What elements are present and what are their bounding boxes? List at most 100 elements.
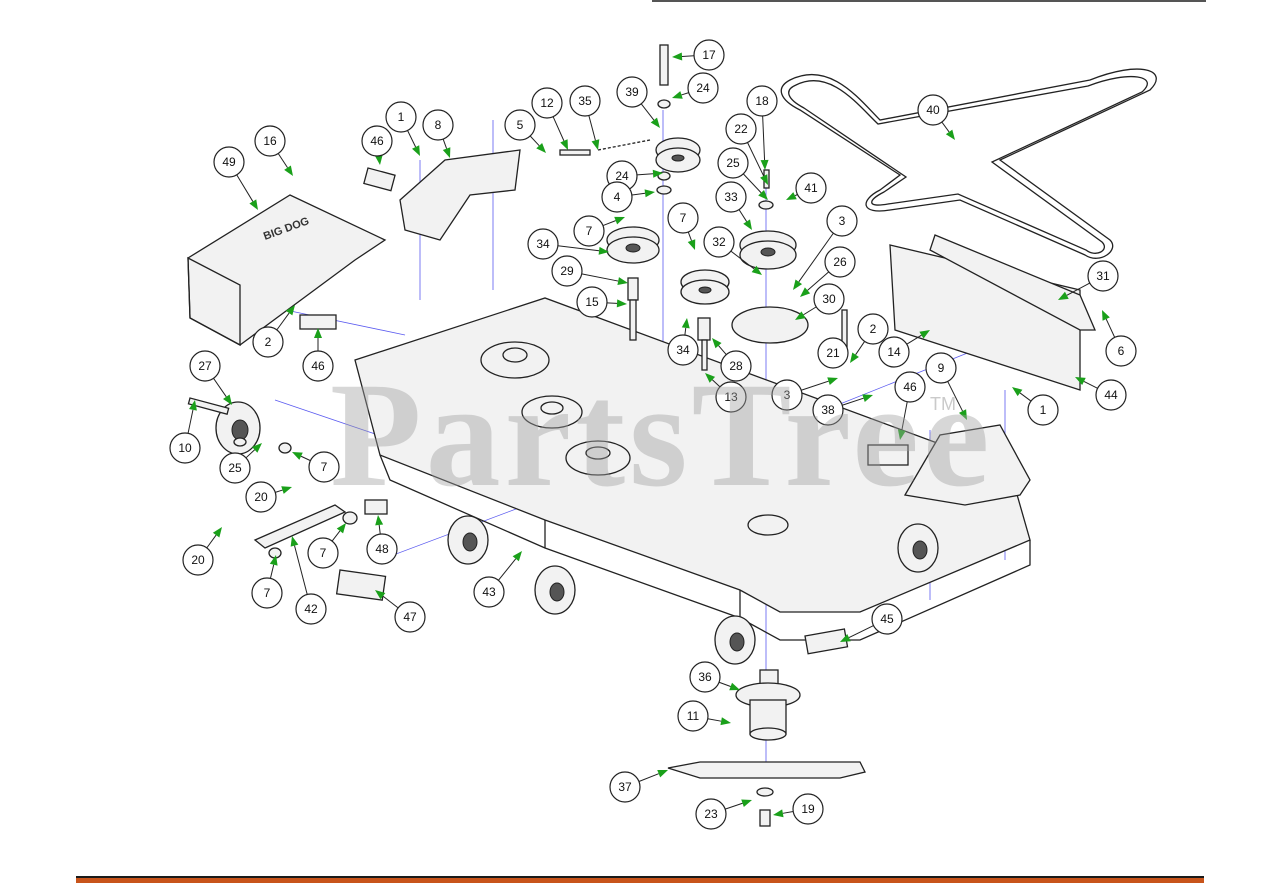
callout-c19[interactable]: 19 — [773, 794, 823, 824]
callout-c46c[interactable]: 46 — [895, 372, 925, 440]
callout-label: 7 — [586, 224, 593, 238]
leader-line — [783, 812, 793, 814]
leader-line — [748, 143, 764, 176]
callout-c10[interactable]: 10 — [170, 400, 200, 463]
callout-c20b[interactable]: 20 — [183, 527, 222, 575]
callout-c12[interactable]: 12 — [532, 88, 568, 150]
callout-label: 30 — [822, 292, 836, 306]
callout-label: 17 — [702, 48, 716, 62]
footer-bar — [76, 876, 1204, 883]
callout-label: 24 — [615, 169, 629, 183]
callout-c35[interactable]: 35 — [570, 86, 600, 150]
callout-label: 2 — [265, 335, 272, 349]
arrowhead — [213, 527, 222, 537]
callout-c44[interactable]: 44 — [1075, 377, 1126, 410]
arrowhead — [761, 160, 769, 170]
callout-c24a[interactable]: 24 — [672, 73, 718, 103]
callout-c8[interactable]: 8 — [423, 110, 453, 158]
leader-line — [801, 381, 828, 390]
callout-c33[interactable]: 33 — [716, 182, 752, 230]
callout-c36[interactable]: 36 — [690, 662, 740, 692]
callout-c34b[interactable]: 34 — [668, 318, 698, 365]
leader-line — [632, 193, 645, 195]
callout-c20a[interactable]: 20 — [246, 482, 292, 512]
leader-line — [639, 774, 659, 782]
right-belt-cover — [905, 425, 1030, 505]
leader-line — [743, 174, 761, 193]
arrowhead — [827, 377, 838, 385]
callout-c15[interactable]: 15 — [577, 287, 627, 317]
arrowhead — [617, 299, 627, 307]
callout-label: 5 — [517, 118, 524, 132]
callout-c3a[interactable]: 3 — [793, 206, 857, 290]
callout-label: 35 — [578, 94, 592, 108]
leader-line — [641, 104, 654, 120]
callout-label: 19 — [801, 802, 815, 816]
callout-c48[interactable]: 48 — [367, 515, 397, 564]
arrowhead — [513, 551, 522, 561]
callout-c46a[interactable]: 46 — [362, 126, 392, 165]
callout-c23[interactable]: 23 — [696, 799, 752, 829]
leader-line — [804, 307, 817, 315]
callout-c17[interactable]: 17 — [672, 40, 724, 70]
callout-c4[interactable]: 4 — [602, 182, 655, 212]
arrowhead — [284, 165, 293, 176]
callout-label: 16 — [263, 134, 277, 148]
arrowhead — [592, 139, 600, 150]
callout-label: 46 — [370, 134, 384, 148]
callout-c11[interactable]: 11 — [678, 701, 731, 731]
callout-label: 23 — [704, 807, 718, 821]
arrowhead — [617, 277, 628, 285]
callout-c30[interactable]: 30 — [795, 284, 844, 320]
callout-label: 15 — [585, 295, 599, 309]
callout-c7c[interactable]: 7 — [292, 452, 339, 482]
leader-line — [270, 565, 273, 579]
spindle-assembly — [736, 670, 800, 740]
callout-c43[interactable]: 43 — [474, 551, 522, 607]
callout-label: 27 — [198, 359, 212, 373]
callout-c6[interactable]: 6 — [1102, 310, 1136, 366]
leader-line — [856, 341, 865, 354]
callout-c49[interactable]: 49 — [214, 147, 258, 210]
callout-c47[interactable]: 47 — [375, 590, 425, 632]
callout-c46b[interactable]: 46 — [303, 328, 333, 381]
callout-c27[interactable]: 27 — [190, 351, 232, 405]
arrowhead — [1102, 310, 1110, 321]
arrowhead — [651, 118, 660, 128]
callout-label: 34 — [536, 237, 550, 251]
callout-c1b[interactable]: 1 — [1012, 387, 1058, 425]
callout-label: 36 — [698, 670, 712, 684]
callout-c37[interactable]: 37 — [610, 770, 668, 802]
leader-line — [719, 346, 727, 355]
callout-label: 1 — [398, 110, 405, 124]
callout-c41[interactable]: 41 — [786, 173, 826, 203]
callout-label: 28 — [729, 359, 743, 373]
arrowhead — [443, 147, 451, 158]
leader-line — [275, 490, 282, 492]
callout-label: 38 — [821, 403, 835, 417]
callout-c39[interactable]: 39 — [617, 77, 660, 128]
callout-c1a[interactable]: 1 — [386, 102, 420, 156]
callout-label: 10 — [178, 441, 192, 455]
callout-label: 49 — [222, 155, 236, 169]
leader-line — [214, 378, 227, 396]
callout-label: 13 — [724, 390, 738, 404]
arrowhead — [946, 130, 955, 140]
callout-c16[interactable]: 16 — [255, 126, 293, 176]
callout-label: 25 — [228, 461, 242, 475]
arrowhead — [688, 239, 695, 250]
callout-c40[interactable]: 40 — [918, 95, 955, 140]
callout-c7e[interactable]: 7 — [252, 555, 282, 608]
callout-c21[interactable]: 21 — [818, 338, 848, 368]
callout-c7d[interactable]: 7 — [308, 523, 346, 568]
callout-label: 46 — [903, 380, 917, 394]
leader-line — [763, 116, 765, 160]
callout-label: 7 — [264, 586, 271, 600]
callout-label: 18 — [755, 94, 769, 108]
callout-label: 20 — [254, 490, 268, 504]
front-guard: BIG DOG — [188, 195, 385, 345]
callout-c7b[interactable]: 7 — [668, 203, 698, 250]
arrowhead — [672, 91, 683, 99]
callout-label: 7 — [680, 211, 687, 225]
watermark-tm: TM — [930, 394, 956, 415]
